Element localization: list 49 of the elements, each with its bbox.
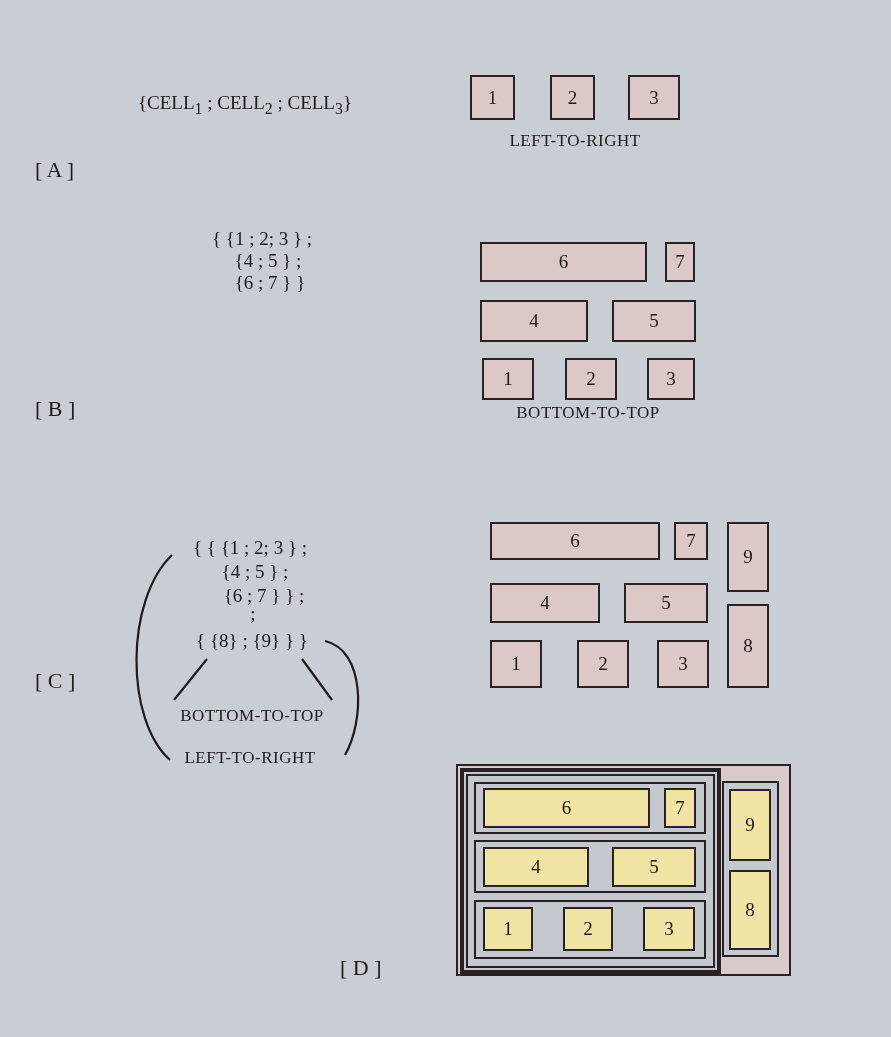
cell-box: 4: [480, 300, 588, 342]
frame-box: [474, 840, 706, 893]
caption-text: BOTTOM-TO-TOP: [180, 706, 324, 726]
cell-box: 2: [563, 907, 613, 951]
panel-label: [ B ]: [35, 396, 76, 422]
formula-text: { {8} ; {9} } }: [196, 630, 308, 652]
cell-box: 3: [657, 640, 709, 688]
cell-box: 9: [727, 522, 769, 592]
cell-box: 4: [483, 847, 589, 887]
caption-text: LEFT-TO-RIGHT: [184, 748, 316, 768]
panel-label: [ D ]: [340, 955, 382, 981]
cell-box: 5: [624, 583, 708, 623]
cell-box: 2: [565, 358, 617, 400]
cell-box: 1: [482, 358, 534, 400]
cell-box: 8: [727, 604, 769, 688]
cell-box: 2: [577, 640, 629, 688]
cell-box: 3: [647, 358, 695, 400]
cell-box: 2: [550, 75, 595, 120]
panel-label: [ A ]: [35, 157, 75, 183]
cell-box: 9: [729, 789, 771, 861]
cell-box: 5: [612, 847, 696, 887]
cell-box: 3: [628, 75, 680, 120]
cell-box: 6: [480, 242, 647, 282]
formula-text: {4 ; 5 } ;: [234, 250, 302, 272]
frame-box: [456, 764, 791, 976]
panel-label: [ C ]: [35, 668, 76, 694]
cell-box: 7: [665, 242, 695, 282]
formula-text: {6 ; 7 } }: [234, 272, 306, 294]
cell-box: 1: [483, 907, 533, 951]
cell-box: 7: [674, 522, 708, 560]
cell-box: 1: [470, 75, 515, 120]
cell-box: 1: [490, 640, 542, 688]
caption-text: LEFT-TO-RIGHT: [509, 131, 641, 151]
cell-box: 7: [664, 788, 696, 828]
cell-box: 3: [643, 907, 695, 951]
formula-text: { { {1 ; 2; 3 } ;: [192, 537, 308, 559]
cell-box: 5: [612, 300, 696, 342]
cell-box: 8: [729, 870, 771, 950]
caption-text: BOTTOM-TO-TOP: [516, 403, 660, 423]
frame-box: [474, 782, 706, 834]
frame-box: [722, 781, 779, 957]
formula-text: {CELL$_{1}$ ; CELL$_{2}$ ; CELL$_{3}$}: [137, 92, 353, 118]
cell-box: 4: [490, 583, 600, 623]
frame-box: [474, 900, 706, 959]
cell-box: 6: [490, 522, 660, 560]
formula-text: { {1 ; 2; 3 } ;: [211, 228, 313, 250]
cell-box: 6: [483, 788, 650, 828]
formula-text: {4 ; 5 } ;: [221, 561, 289, 583]
frame-box: [462, 770, 719, 972]
